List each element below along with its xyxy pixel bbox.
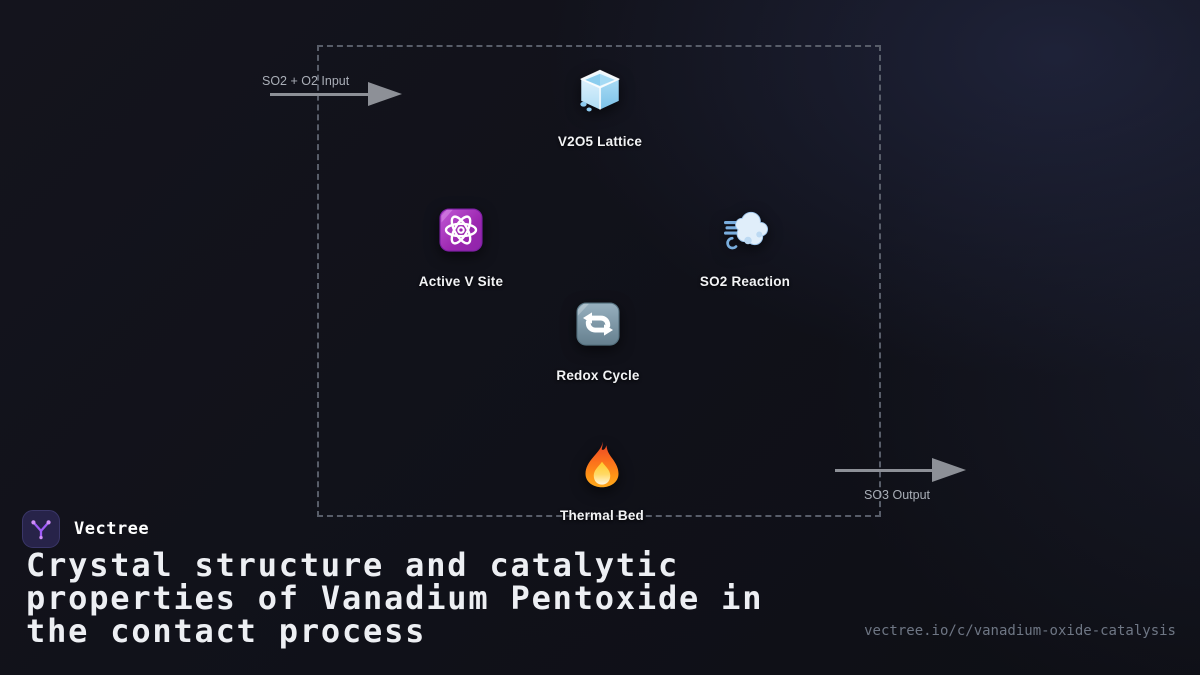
repeat-arrows-icon [576, 302, 620, 346]
process-boundary-box [317, 45, 881, 517]
node-label: SO2 Reaction [699, 274, 791, 289]
output-arrow-head-icon [932, 458, 966, 482]
output-arrow-line [835, 469, 932, 472]
atom-icon [439, 208, 483, 252]
output-flow-label: SO3 Output [864, 488, 931, 502]
node-redox-cycle: Redox Cycle [513, 300, 683, 383]
node-thermal-bed: Thermal Bed [517, 440, 687, 523]
brand: Vectree [22, 510, 149, 548]
node-label: V2O5 Lattice [557, 134, 643, 149]
fire-icon [585, 441, 619, 488]
node-label: Thermal Bed [560, 508, 644, 523]
page-url: vectree.io/c/vanadium-oxide-catalysis [864, 623, 1176, 639]
vectree-logo-icon [22, 510, 60, 548]
node-active-v-site: Active V Site [376, 206, 546, 289]
node-v2o5-lattice: V2O5 Lattice [515, 66, 685, 149]
input-arrow-line [270, 93, 368, 96]
ice-cube-icon [580, 69, 620, 112]
input-arrow-head-icon [368, 82, 402, 106]
brand-name: Vectree [74, 519, 150, 539]
dash-cloud-icon [724, 211, 769, 250]
page-title: Crystal structure and catalytic properti… [26, 546, 764, 650]
vectree-logo-glyph-icon [31, 520, 51, 540]
input-flow-label: SO2 + O2 Input [262, 74, 350, 88]
node-label: Active V Site [418, 274, 504, 289]
node-so2-reaction: SO2 Reaction [660, 206, 830, 289]
node-label: Redox Cycle [556, 368, 640, 383]
